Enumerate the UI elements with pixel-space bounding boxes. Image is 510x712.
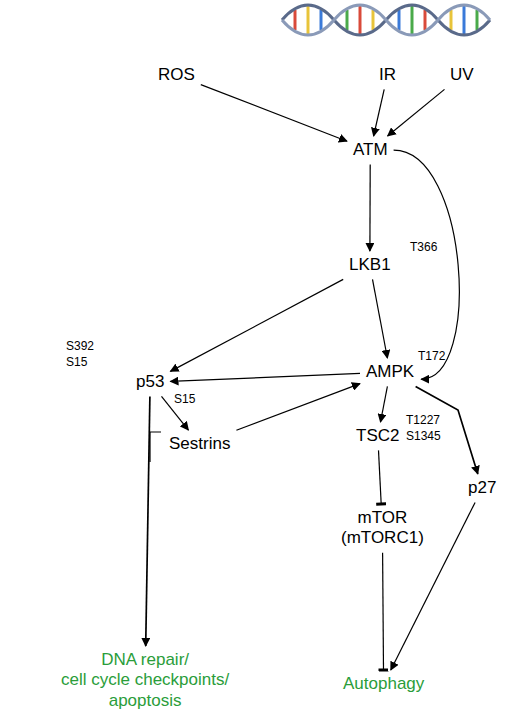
base-pair: [450, 10, 453, 30]
node-label: p27: [468, 478, 496, 498]
node-label: AMPK: [366, 362, 414, 382]
activation-arrow: [369, 164, 371, 251]
node-label: mTOR (mTORC1): [341, 508, 424, 549]
node-label: DNA repair/ cell cycle checkpoints/ apop…: [61, 650, 229, 711]
node-label: TSC2: [356, 426, 399, 446]
base-pair: [463, 6, 466, 34]
base-pair: [372, 10, 375, 30]
gene-node: Sestrins: [165, 432, 234, 456]
phospho-site: T366: [410, 240, 437, 254]
phospho-site: S1345: [406, 429, 441, 443]
activation-arrow: [373, 279, 388, 358]
node-label: p53: [136, 372, 164, 392]
node-label: LKB1: [349, 255, 391, 275]
node-label: Autophagy: [343, 674, 424, 694]
activation-arrow: [394, 150, 460, 379]
stress-signal: ROS: [154, 63, 199, 87]
activation-arrow: [391, 502, 475, 670]
base-pair: [346, 10, 349, 30]
phospho-site: S15: [66, 355, 87, 369]
activation-arrow: [236, 384, 360, 431]
kinase-node: AMPK: [362, 360, 418, 384]
activation-arrow: [146, 396, 150, 646]
activation-arrow: [201, 85, 347, 142]
node-label: ATM: [353, 140, 388, 160]
complex-node: mTOR (mTORC1): [337, 506, 428, 551]
activation-arrow: [381, 386, 388, 422]
kinase-node: LKB1: [345, 253, 395, 277]
base-pair: [320, 10, 323, 30]
inhibition-connector: [382, 553, 384, 670]
inhibition-connector: [379, 450, 382, 504]
phospho-site: T172: [418, 349, 445, 363]
base-pair: [398, 10, 401, 30]
phospho-site: S15: [174, 392, 195, 406]
protein-node: TSC2: [352, 424, 403, 448]
base-pair: [294, 10, 297, 30]
base-pair: [307, 6, 310, 34]
base-pair: [411, 6, 414, 34]
outcome-node: DNA repair/ cell cycle checkpoints/ apop…: [57, 648, 233, 712]
base-pair: [359, 6, 362, 34]
protein-node: p53: [132, 370, 168, 394]
protein-node: p27: [464, 476, 500, 500]
kinase-node: ATM: [349, 138, 392, 162]
promoter-symbol: [150, 432, 161, 462]
node-label: ROS: [158, 65, 195, 85]
base-pair: [424, 10, 427, 30]
outcome-node: Autophagy: [339, 672, 428, 696]
phospho-site: T1227: [406, 413, 440, 427]
node-label: IR: [379, 65, 396, 85]
stress-signal: IR: [375, 63, 400, 87]
phospho-site: S392: [66, 339, 94, 353]
activation-arrow: [170, 279, 343, 371]
activation-arrow: [374, 89, 385, 136]
node-label: UV: [450, 65, 474, 85]
dna-strand: [282, 5, 490, 35]
base-pair: [476, 10, 479, 30]
stress-signal: UV: [446, 63, 478, 87]
node-label: Sestrins: [169, 434, 230, 454]
activation-arrow: [388, 89, 445, 136]
activation-arrow: [170, 373, 360, 381]
dna-strand: [282, 5, 490, 35]
